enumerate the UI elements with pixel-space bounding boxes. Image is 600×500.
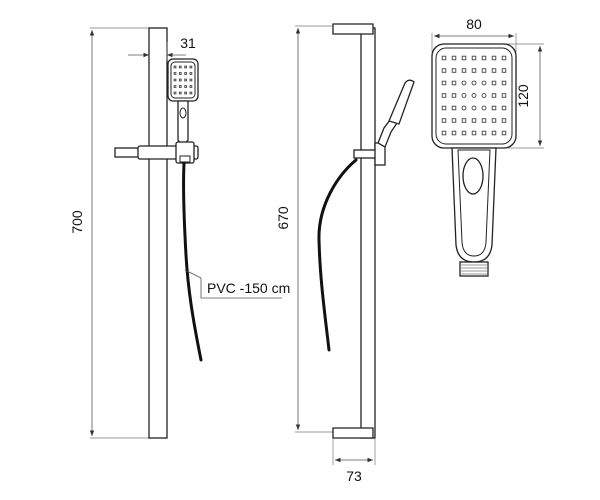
nozzle xyxy=(491,118,497,123)
hose-label: PVC -150 cm xyxy=(207,280,290,296)
nozzle xyxy=(501,93,507,98)
dim-31-label: 31 xyxy=(180,35,196,51)
nozzle xyxy=(451,105,457,111)
dim-31: 31 xyxy=(128,35,196,60)
nozzle xyxy=(178,65,182,69)
nozzle xyxy=(501,130,507,136)
nozzle xyxy=(481,55,487,61)
nozzle xyxy=(441,80,447,86)
dim-670: 670 xyxy=(275,25,334,433)
nozzle xyxy=(471,93,477,98)
dim-120: 120 xyxy=(505,43,544,149)
dim-120-label: 120 xyxy=(515,84,531,108)
nozzle xyxy=(491,130,497,136)
nozzle xyxy=(471,130,477,136)
side-view: 670 73 xyxy=(275,23,415,484)
nozzle xyxy=(189,78,193,82)
dim-73: 73 xyxy=(332,438,376,484)
nozzle xyxy=(501,80,507,86)
nozzle xyxy=(441,68,447,73)
nozzle xyxy=(481,118,487,123)
nozzle xyxy=(501,55,507,61)
nozzle xyxy=(441,130,447,136)
nozzle xyxy=(491,93,497,98)
dim-80-label: 80 xyxy=(466,16,482,32)
nozzle xyxy=(441,105,447,111)
front-hose xyxy=(182,161,203,362)
nozzle xyxy=(189,72,193,75)
side-rail xyxy=(360,27,376,439)
nozzle xyxy=(491,55,497,61)
spray-nozzles xyxy=(441,55,507,136)
nozzle xyxy=(189,85,193,88)
threaded-connector xyxy=(459,261,489,277)
nozzle xyxy=(491,80,497,86)
nozzle xyxy=(501,105,507,111)
nozzle xyxy=(441,118,447,123)
nozzle xyxy=(461,118,467,123)
nozzle xyxy=(451,68,457,73)
nozzle xyxy=(184,72,187,75)
nozzle xyxy=(451,130,457,136)
nozzle xyxy=(189,65,193,69)
handle-button xyxy=(462,157,484,195)
side-top-bracket xyxy=(332,23,374,35)
hose-callout: PVC -150 cm xyxy=(184,269,290,299)
side-hose xyxy=(317,158,358,352)
dim-700: 700 xyxy=(69,27,158,439)
nozzle xyxy=(451,118,457,123)
nozzle xyxy=(173,72,177,75)
nozzle xyxy=(178,78,182,82)
nozzle xyxy=(451,93,457,98)
side-hand-shower xyxy=(377,79,415,148)
nozzle xyxy=(461,55,467,61)
nozzle xyxy=(461,68,467,73)
nozzle xyxy=(471,105,477,111)
nozzle xyxy=(451,80,457,86)
nozzle xyxy=(491,105,497,111)
nozzle xyxy=(189,91,193,95)
nozzle xyxy=(481,93,487,98)
front-hand-shower xyxy=(167,58,199,145)
nozzle xyxy=(471,80,477,86)
front-view: 700 31 xyxy=(69,27,290,439)
nozzle xyxy=(471,55,477,61)
nozzle xyxy=(441,55,447,61)
nozzle xyxy=(451,55,457,61)
nozzle xyxy=(178,85,182,88)
nozzle xyxy=(481,130,487,136)
dim-80: 80 xyxy=(431,16,517,52)
front-rail xyxy=(148,27,168,439)
front-slider-bracket xyxy=(114,141,199,164)
nozzle xyxy=(178,72,182,75)
nozzle xyxy=(471,118,477,123)
dim-700-label: 700 xyxy=(69,210,85,234)
nozzle xyxy=(441,93,447,98)
dim-670-label: 670 xyxy=(275,206,291,230)
nozzle xyxy=(481,105,487,111)
side-bottom-bracket xyxy=(332,427,374,439)
nozzle xyxy=(491,68,497,73)
nozzle xyxy=(481,80,487,86)
nozzle xyxy=(501,68,507,73)
nozzle xyxy=(501,118,507,123)
nozzle xyxy=(184,78,187,82)
nozzle xyxy=(184,85,187,88)
hand-shower-detail: 80 120 xyxy=(431,16,544,277)
nozzle xyxy=(461,105,467,111)
dim-73-label: 73 xyxy=(346,468,362,484)
nozzle xyxy=(184,65,187,69)
nozzle xyxy=(173,65,177,69)
nozzle xyxy=(461,80,467,86)
nozzle xyxy=(461,130,467,136)
nozzle xyxy=(173,91,177,95)
nozzle xyxy=(481,68,487,73)
nozzle xyxy=(173,85,177,88)
nozzle xyxy=(471,68,477,73)
nozzle xyxy=(461,93,467,98)
nozzle xyxy=(173,78,177,82)
nozzle xyxy=(178,91,182,95)
nozzle xyxy=(184,91,187,95)
